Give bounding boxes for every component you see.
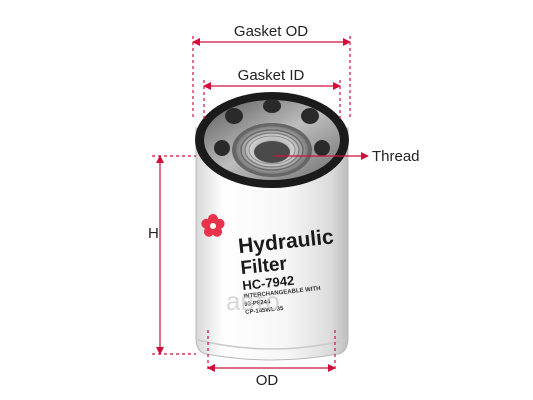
thread-ring [248, 135, 296, 165]
plate-hole [263, 99, 281, 113]
gasket-id-label: Gasket ID [238, 67, 305, 84]
filter-can: Hydraulic Filter HC-7942 INTERCHANGEABLE… [195, 92, 349, 361]
part-number: HC-7942 [242, 273, 295, 293]
product-line2: Filter [240, 253, 289, 279]
thread-label: Thread [372, 148, 420, 165]
plate-hole [225, 108, 243, 124]
can-bottom-rim [197, 339, 347, 350]
interchange-2: CP-145WL-35 [245, 306, 284, 316]
thread-ring [240, 129, 304, 171]
thread-bore [254, 141, 290, 163]
watermark: авто [226, 286, 280, 316]
plate-hole [314, 140, 330, 156]
gasket-od-label: Gasket OD [234, 23, 308, 40]
dimension-lines [152, 36, 369, 372]
interchange-1: 93-P8244 [244, 299, 271, 308]
od-label: OD [256, 372, 279, 389]
thread-ring [244, 132, 300, 168]
height-label: H [148, 225, 159, 242]
sakura-flower-logo-icon [201, 214, 225, 237]
plate-hole [214, 140, 230, 156]
can-body [195, 127, 349, 361]
plate-hole [301, 108, 319, 124]
